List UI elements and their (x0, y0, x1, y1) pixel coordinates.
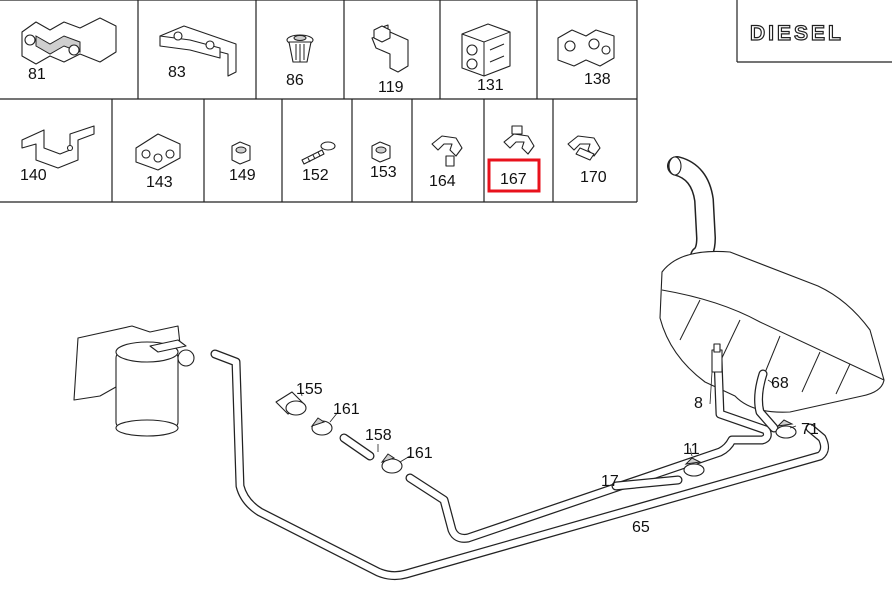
part-131-icon (461, 23, 511, 77)
hose-clamp-161a (310, 417, 333, 436)
callout-71: 71 (801, 421, 819, 438)
diesel-badge-text: DIESEL (750, 22, 844, 45)
tank-outlet-8 (711, 343, 723, 373)
part-label-149: 149 (229, 167, 256, 184)
part-81-icon (21, 17, 117, 65)
part-170-icon (567, 135, 601, 161)
part-164-icon (431, 135, 463, 167)
part-86-icon (286, 34, 314, 63)
selected-part-highlight[interactable] (487, 158, 541, 193)
inline-fuel-filter-155 (275, 391, 307, 416)
clamp-11 (683, 457, 705, 477)
callout-65: 65 (632, 519, 650, 536)
part-143-icon (135, 133, 181, 171)
part-167-icon (503, 125, 535, 155)
callout-17: 17 (601, 473, 619, 490)
callout-161a: 161 (333, 401, 360, 418)
part-119-icon (371, 24, 409, 73)
diesel-badge: DIESEL (736, 0, 892, 63)
part-140-icon (21, 125, 95, 169)
part-153-icon (371, 141, 391, 163)
part-138-icon (557, 29, 615, 67)
callout-158: 158 (365, 427, 392, 444)
fuel-lines (210, 349, 830, 581)
part-label-131: 131 (477, 77, 504, 94)
part-label-153: 153 (370, 164, 397, 181)
part-label-119: 119 (378, 79, 404, 96)
part-83-icon (159, 25, 237, 77)
leader-lines (299, 371, 797, 463)
part-label-152: 152 (302, 167, 329, 184)
callout-68: 68 (771, 375, 789, 392)
part-label-81: 81 (28, 66, 46, 83)
callout-8: 8 (694, 395, 703, 412)
part-label-140: 140 (20, 167, 47, 184)
filler-neck (667, 156, 716, 266)
parts-grid (0, 0, 638, 203)
callout-161b: 161 (406, 445, 433, 462)
part-149-icon (231, 141, 251, 165)
part-label-170: 170 (580, 169, 607, 186)
callout-11: 11 (683, 441, 700, 458)
hose-clamp-161b (380, 453, 403, 474)
part-152-icon (301, 141, 336, 165)
part-label-143: 143 (146, 174, 173, 191)
part-label-164: 164 (429, 173, 456, 190)
clamp-71 (775, 419, 797, 439)
hose-158 (339, 433, 375, 461)
part-label-83: 83 (168, 64, 186, 81)
part-label-86: 86 (286, 72, 304, 89)
part-label-138: 138 (584, 71, 611, 88)
part-label-167: 167 (500, 171, 527, 188)
callout-155: 155 (296, 381, 323, 398)
fuel-filter-housing (73, 325, 195, 437)
